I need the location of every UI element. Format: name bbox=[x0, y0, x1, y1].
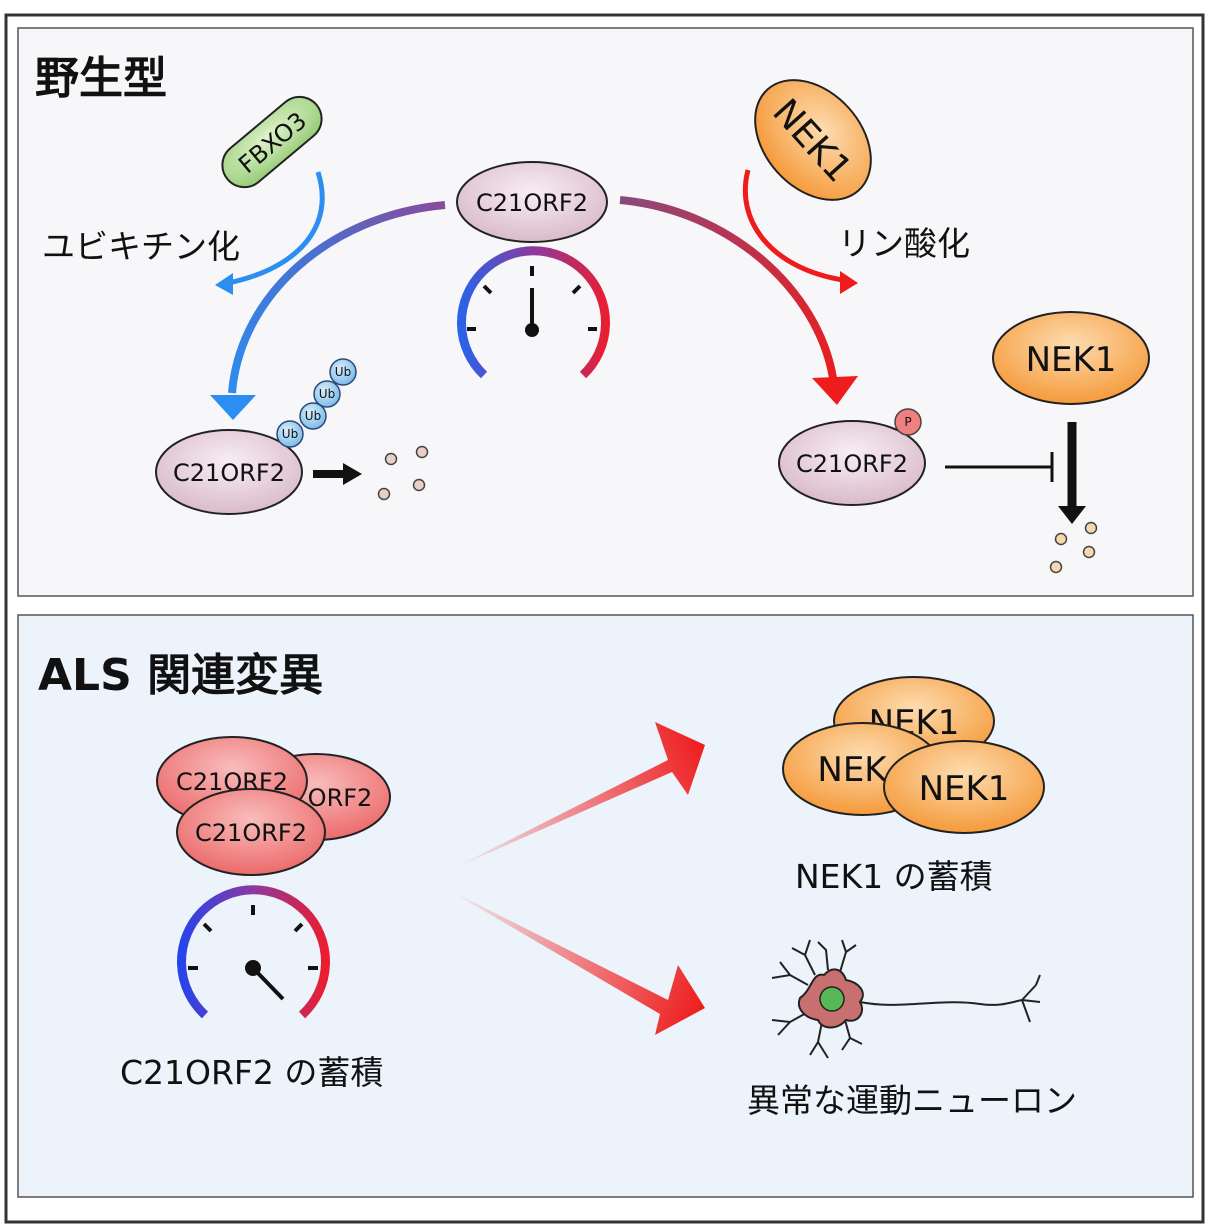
degraded-fragments-right bbox=[1049, 521, 1098, 574]
axon-terminal bbox=[1021, 974, 1041, 1023]
arrow-to-neuron bbox=[445, 888, 705, 1035]
level-gauge-als bbox=[177, 885, 330, 1019]
c21orf2-accumulated: ORF2 C21ORF2 C21ORF2 bbox=[156, 736, 391, 876]
phosphorylation-label: リン酸化 bbox=[838, 224, 970, 263]
c21orf2-front-label: C21ORF2 bbox=[195, 819, 307, 847]
nek1-front-label: NEK1 bbox=[919, 769, 1010, 809]
degraded-fragments-left bbox=[377, 445, 429, 501]
ub-2: Ub bbox=[305, 409, 321, 423]
c21orf2-back-label: ORF2 bbox=[308, 784, 373, 812]
phosphorylation-main-arrow bbox=[619, 196, 837, 379]
degradation-arrowhead bbox=[210, 395, 256, 420]
degradation-black-arrow bbox=[313, 463, 362, 485]
phosphorylation-arrow bbox=[742, 169, 844, 283]
phospho-group bbox=[894, 408, 922, 436]
phospho-label: P bbox=[904, 415, 911, 429]
ubiquitination-arrowhead bbox=[215, 273, 233, 295]
c21orf2-ubiquitinated: C21ORF2 bbox=[155, 429, 303, 515]
inhibition-symbol bbox=[945, 452, 1054, 482]
c21orf2-accumulation-label: C21ORF2 の蓄積 bbox=[120, 1053, 383, 1092]
als-title: ALS 関連変異 bbox=[38, 650, 323, 701]
nek1-kinase: NEK1 bbox=[754, 79, 872, 201]
gauge-center-pivot bbox=[525, 323, 539, 337]
nek1-accumulation-label: NEK1 の蓄積 bbox=[795, 857, 993, 896]
c21orf2-ub-label: C21ORF2 bbox=[173, 459, 285, 487]
nek1-degradation-arrow bbox=[1058, 422, 1086, 524]
nek1-left-label: NEK bbox=[817, 750, 888, 790]
gauge-als-pivot bbox=[245, 960, 261, 976]
ubiquitin-chain: Ub Ub Ub Ub bbox=[276, 358, 357, 448]
abnormal-motor-neuron bbox=[771, 939, 1041, 1059]
axon bbox=[859, 999, 1023, 1006]
c21orf2-center-label: C21ORF2 bbox=[476, 189, 588, 217]
ub-4: Ub bbox=[335, 365, 351, 379]
phosphorylation-main-arrowhead bbox=[812, 376, 858, 405]
nek1-right-label: NEK1 bbox=[1026, 340, 1117, 380]
nek1-accumulated: NEK1 NEK NEK1 bbox=[782, 676, 1045, 834]
level-gauge-center bbox=[457, 246, 610, 379]
phosphorylation-arrowhead bbox=[840, 271, 858, 294]
c21orf2-p-label: C21ORF2 bbox=[796, 450, 908, 478]
degradation-arrow bbox=[228, 201, 446, 394]
ubiquitination-arrow bbox=[227, 171, 325, 286]
abnormal-motor-neuron-label: 異常な運動ニューロン bbox=[747, 1081, 1077, 1120]
ubiquitination-label: ユビキチン化 bbox=[42, 227, 240, 266]
c21orf2-phosphorylated: C21ORF2 P bbox=[778, 408, 926, 506]
c21orf2-center: C21ORF2 bbox=[456, 161, 608, 243]
nek1-right: NEK1 bbox=[992, 311, 1150, 405]
outer-frame bbox=[4, 13, 1205, 1224]
wild-type-title: 野生型 bbox=[35, 53, 167, 104]
arrow-to-nek1 bbox=[450, 722, 705, 870]
dendrites bbox=[771, 939, 863, 1059]
ub-3: Ub bbox=[319, 387, 335, 401]
ub-1: Ub bbox=[282, 427, 298, 441]
nucleus bbox=[819, 986, 845, 1012]
